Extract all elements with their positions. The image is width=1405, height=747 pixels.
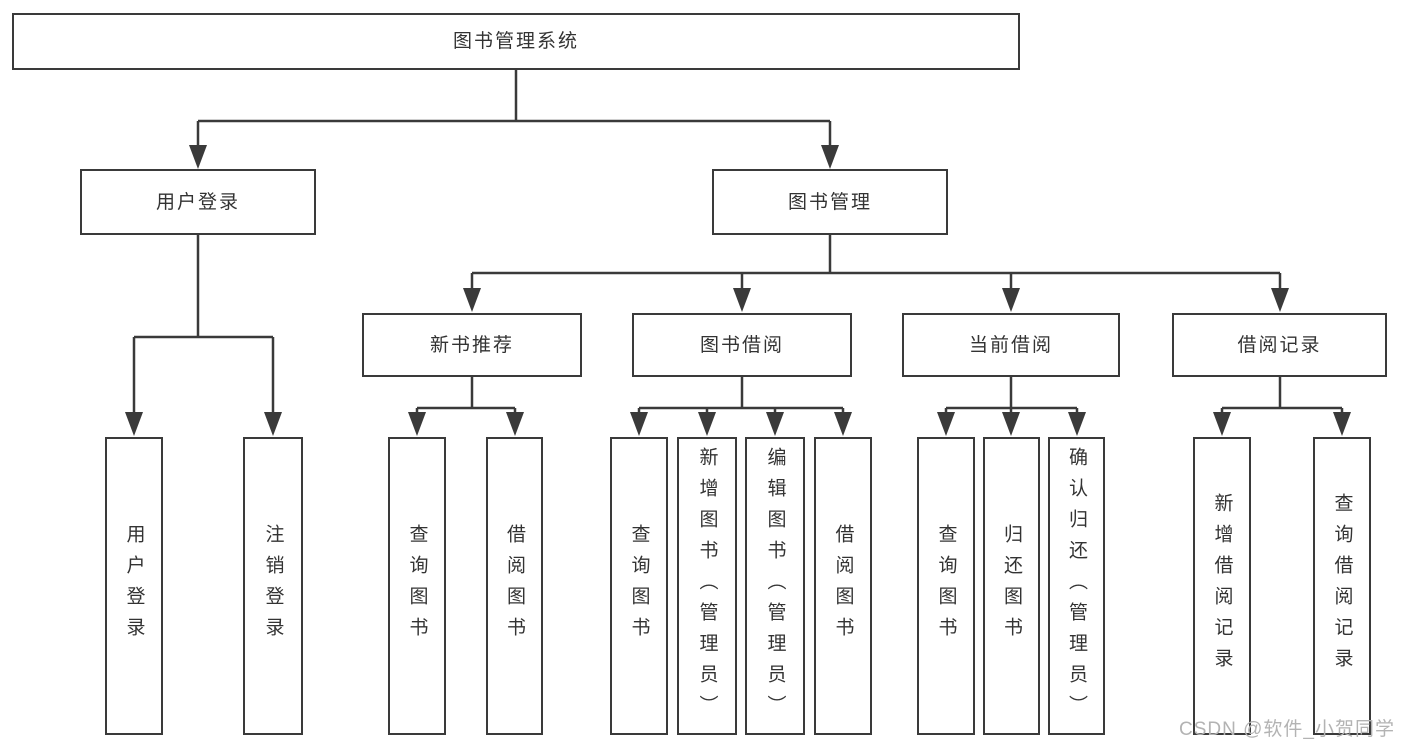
leaf-newbook-borrow-books: 借阅图书 — [486, 437, 543, 735]
connector-borrow-record-children — [1220, 377, 1344, 420]
node-user-login: 用户登录 — [80, 169, 316, 235]
connector-book-borrow-children — [637, 377, 845, 420]
connector-root-to-level2 — [196, 70, 832, 150]
leaf-borrow-edit-books-admin: 编辑图书（管理员） — [745, 437, 805, 735]
leaf-borrow-query-books: 查询图书 — [610, 437, 668, 735]
csdn-watermark: CSDN @软件_小贺同学 — [1179, 719, 1395, 740]
leaf-current-return-books: 归还图书 — [983, 437, 1040, 735]
node-root-system: 图书管理系统 — [12, 13, 1020, 70]
connector-book-management-children — [470, 235, 1282, 295]
connector-current-borrow-children — [944, 377, 1079, 420]
node-book-borrowing: 图书借阅 — [632, 313, 852, 377]
node-new-book-recommend: 新书推荐 — [362, 313, 582, 377]
leaf-record-query-borrow-record: 查询借阅记录 — [1313, 437, 1371, 735]
leaf-record-add-borrow-record: 新增借阅记录 — [1193, 437, 1251, 735]
node-borrowing-records: 借阅记录 — [1172, 313, 1387, 377]
leaf-current-query-books: 查询图书 — [917, 437, 975, 735]
connector-user-login-children — [132, 235, 275, 420]
leaf-borrow-add-books-admin: 新增图书（管理员） — [677, 437, 737, 735]
leaf-logout: 注销登录 — [243, 437, 303, 735]
leaf-borrow-borrow-books: 借阅图书 — [814, 437, 872, 735]
leaf-newbook-query-books: 查询图书 — [388, 437, 446, 735]
connector-new-book-children — [415, 377, 517, 420]
node-book-management: 图书管理 — [712, 169, 948, 235]
leaf-user-login: 用户登录 — [105, 437, 163, 735]
leaf-current-confirm-return-admin: 确认归还（管理员） — [1048, 437, 1105, 735]
node-current-borrowing: 当前借阅 — [902, 313, 1120, 377]
